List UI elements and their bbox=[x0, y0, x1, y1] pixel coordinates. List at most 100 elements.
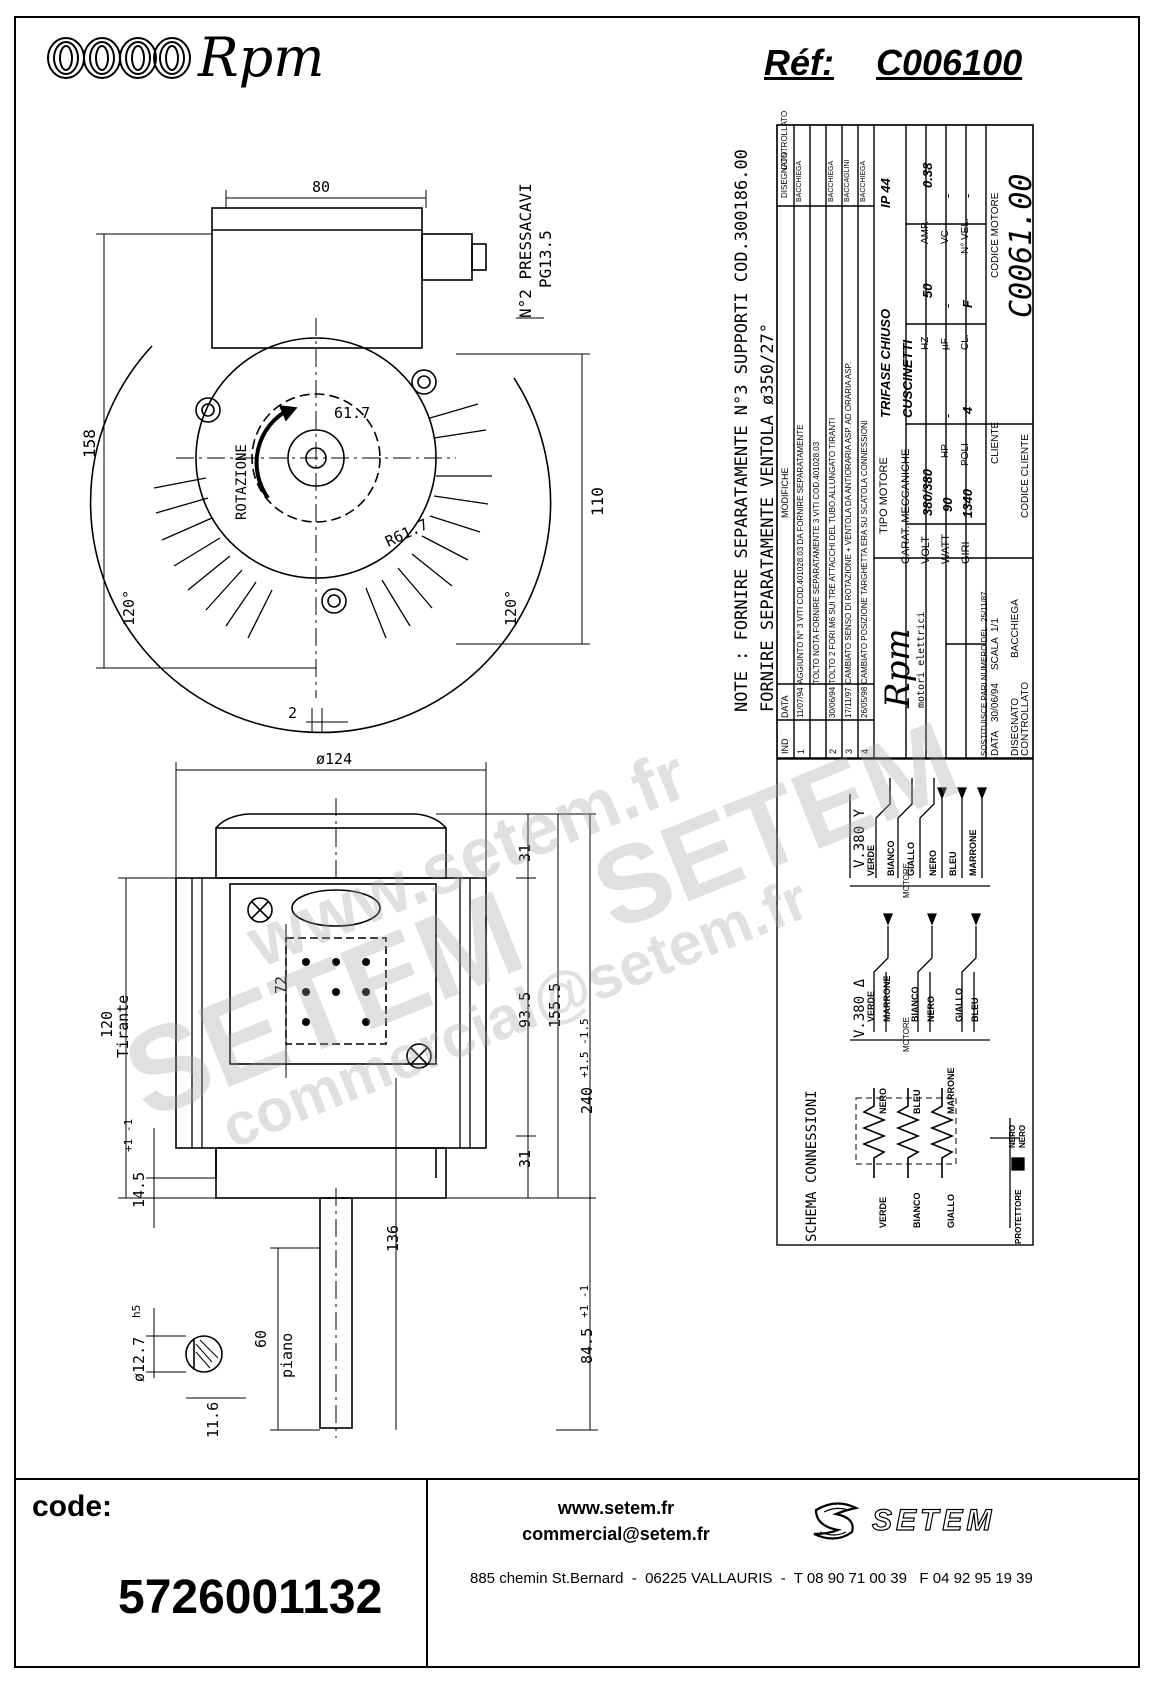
dim-31-top: 31 bbox=[516, 843, 534, 862]
rev-3-sign: BACCAGLINI bbox=[844, 159, 851, 202]
carat-label: CARAT. MECCANICHE bbox=[900, 448, 912, 564]
dim-240: 240 bbox=[578, 1086, 596, 1114]
ref-value: C006100 bbox=[876, 42, 1023, 83]
dim-72: 72 bbox=[272, 975, 290, 994]
hp-value: - bbox=[940, 413, 955, 418]
dim-31-bottom: 31 bbox=[516, 1149, 534, 1168]
data-label: DATA bbox=[990, 730, 1001, 756]
footer-email[interactable]: commercial@setem.fr bbox=[522, 1524, 710, 1544]
wiring-schema bbox=[849, 778, 1025, 1228]
rev-1-text: AGGIUNTO N° 3 VITI COD.401028.03 DA FORN… bbox=[796, 424, 805, 684]
amp-value: 0.38 bbox=[920, 162, 935, 188]
rev-1-date: 11/07/94 bbox=[796, 687, 805, 718]
rev-4-ind: 4 bbox=[860, 748, 870, 754]
rev-mods-header: MODIFICHE bbox=[780, 467, 790, 519]
rev-4-sign: BACCHIEGA bbox=[860, 160, 867, 202]
rev-3-ind: 3 bbox=[844, 748, 854, 754]
note-supports: NOTE : FORNIRE SEPARATAMENTE N°3 SUPPORT… bbox=[732, 149, 752, 712]
cable-gland-label: N°2 PRESSACAVI bbox=[516, 183, 535, 318]
star-wire-nero: NERO bbox=[928, 849, 938, 876]
rev-1-ind: 1 bbox=[796, 748, 806, 754]
giri-value: 1340 bbox=[960, 489, 975, 518]
delta-wire-bleu: BLEU bbox=[970, 997, 980, 1023]
rpm-logo-text: Rpm bbox=[198, 26, 325, 89]
dim-84-5-tol: +1 -1 bbox=[578, 1284, 591, 1318]
rev-1-sign: BACCHIEGA bbox=[796, 160, 803, 202]
amp-label: AMP. bbox=[920, 220, 931, 244]
coil-bottom-verde: VERDE bbox=[878, 1196, 888, 1228]
delta-wire-bianco: BIANCO bbox=[910, 986, 920, 1023]
note-fan: FORNIRE SEPARATAMENTE VENTOLA ø350/27° bbox=[758, 323, 778, 712]
uf-label: µF bbox=[940, 338, 951, 350]
title-block-brand: Rpm bbox=[878, 628, 918, 708]
dim-61-7: 61.7 bbox=[334, 404, 371, 422]
footer-website[interactable]: www.setem.fr bbox=[557, 1498, 675, 1518]
hz-value: 50 bbox=[920, 283, 935, 298]
tirante-label: Tirante bbox=[114, 994, 132, 1058]
coil-bottom-giallo: GIALLO bbox=[946, 1194, 956, 1228]
code-box bbox=[16, 1478, 428, 1666]
coil-top-bleu: BLEU bbox=[912, 1089, 922, 1115]
star-wire-giallo: GIALLO bbox=[906, 842, 916, 876]
codice-motore-label: CODICE MOTORE bbox=[990, 192, 1001, 278]
rev-3-text: CAMBIATO SENSO DI ROTAZIONE + VENTOLA DA… bbox=[844, 361, 853, 684]
dim-80: 80 bbox=[312, 178, 331, 196]
schema-title: SCHEMA CONNESSIONI bbox=[804, 1090, 820, 1242]
sost-label: SOSTITUISCE PARI NUMERO DEL bbox=[980, 626, 989, 756]
dim-14-5-tol: +1 -1 bbox=[122, 1118, 135, 1152]
title-block-subtitle: motori elettrici bbox=[916, 611, 927, 708]
cl-label: CL. bbox=[960, 334, 971, 350]
watt-label: WATT bbox=[940, 534, 952, 564]
tipo-motore-label: TIPO MOTORE bbox=[878, 457, 890, 534]
hp-label: HP bbox=[940, 444, 951, 458]
dim-11-6: 11.6 bbox=[204, 1401, 222, 1438]
cl-value: F bbox=[960, 300, 975, 308]
prot-wire-2: NERO bbox=[1018, 1124, 1027, 1148]
ref-label: Réf: bbox=[764, 42, 834, 83]
cable-gland-size: PG13.5 bbox=[536, 230, 555, 288]
rev-2-ind: 2 bbox=[828, 748, 838, 754]
dim-93-5: 93.5 bbox=[516, 991, 534, 1028]
delta-wire-verde: VERDE bbox=[866, 990, 876, 1022]
dim-158: 158 bbox=[80, 429, 99, 458]
setem-logo-icon bbox=[813, 1502, 860, 1540]
dim-136: 136 bbox=[384, 1224, 402, 1252]
angle-right: 120° bbox=[502, 589, 520, 626]
vc-value: - bbox=[940, 193, 955, 198]
delta-wire-nero: NERO bbox=[926, 995, 936, 1022]
star-wire-bleu: BLEU bbox=[948, 851, 958, 877]
dim-240-tol: +1.5 -1.5 bbox=[578, 1018, 591, 1078]
disegnato-value: BACCHIEGA bbox=[1010, 599, 1021, 658]
title-block-frame bbox=[776, 124, 1034, 1246]
nvel-label: N° VEL. bbox=[960, 218, 971, 254]
star-wire-verde: VERDE bbox=[866, 844, 876, 876]
coil-top-marrone: MARRONE bbox=[946, 1067, 956, 1115]
giri-label: GIRI bbox=[960, 541, 972, 564]
motore-delta-label: MOTORE bbox=[902, 1017, 911, 1052]
data-value: 30/06/94 bbox=[990, 683, 1001, 722]
footer-divider bbox=[16, 1478, 1138, 1480]
controllato-label: CONTROLLATO bbox=[1020, 681, 1031, 756]
technical-drawing bbox=[89, 190, 598, 1438]
dim-12-7: ø12.7 bbox=[130, 1336, 148, 1382]
rev-3-date: 17/11/97 bbox=[844, 687, 853, 718]
star-wire-bianco: BIANCO bbox=[886, 840, 896, 877]
scala-value: 1/1 bbox=[990, 618, 1001, 632]
tipo-motore-value: TRIFASE CHIUSO bbox=[878, 308, 893, 418]
dim-84-5: 84.5 bbox=[578, 1327, 596, 1364]
dim-155-5: 155.5 bbox=[546, 982, 564, 1028]
codice-cliente-label: CODICE CLIENTE bbox=[1020, 434, 1031, 518]
poli-value: 4 bbox=[960, 406, 975, 414]
code-label: code: bbox=[32, 1490, 113, 1523]
nvel-value: - bbox=[960, 193, 975, 198]
sost-date: 25/11/87 bbox=[980, 591, 989, 622]
star-wire-marrone: MARRONE bbox=[968, 829, 978, 877]
dim-12-7-tol: h5 bbox=[130, 1304, 143, 1318]
rev-4-text: CAMBIATO POSIZIONE TARGHETTA ERA SU SCAT… bbox=[860, 420, 869, 684]
prot-wire-1: NERO bbox=[1008, 1124, 1017, 1148]
rev-checked-header: CONTROLLATO bbox=[780, 110, 789, 170]
dim-2: 2 bbox=[288, 704, 298, 722]
code-value: 5726001132 bbox=[118, 1571, 383, 1624]
piano-label: piano bbox=[278, 1332, 296, 1378]
hz-label: HZ bbox=[920, 336, 931, 350]
